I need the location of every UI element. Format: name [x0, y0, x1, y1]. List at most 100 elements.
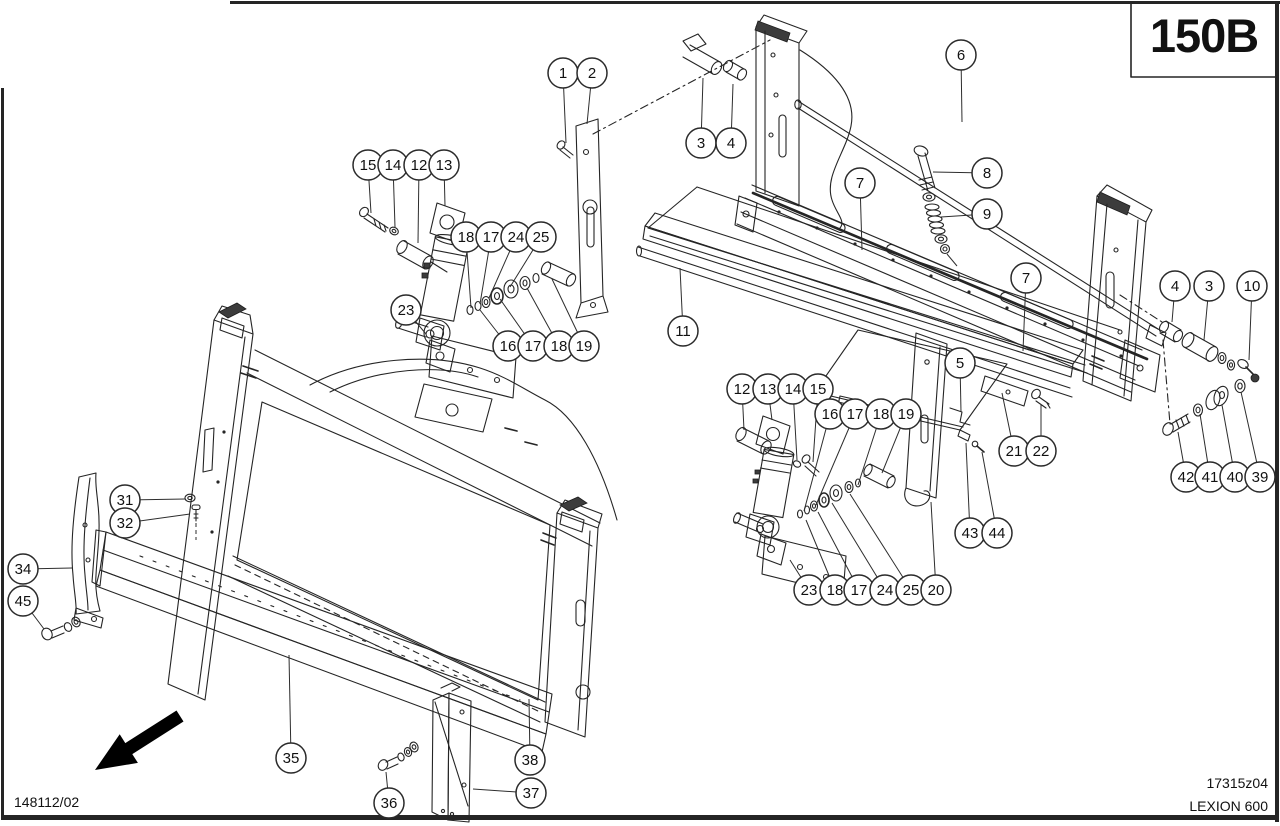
svg-text:42: 42 [1178, 469, 1195, 486]
svg-text:1: 1 [559, 65, 567, 82]
svg-text:16: 16 [822, 406, 839, 423]
svg-text:22: 22 [1033, 443, 1050, 460]
svg-text:13: 13 [436, 157, 453, 174]
svg-text:20: 20 [928, 582, 945, 599]
callout-12: 12 [403, 149, 435, 244]
callout-14: 14 [377, 149, 409, 228]
callout-22: 22 [1025, 404, 1057, 467]
svg-text:45: 45 [15, 593, 32, 610]
svg-text:5: 5 [956, 355, 964, 372]
rail-bolts [777, 210, 1123, 358]
right-pivot-hardware [1119, 294, 1260, 436]
callout-20: 20 [920, 501, 952, 606]
callout-39: 39 [1240, 391, 1276, 493]
strap-plate-2 [575, 118, 609, 319]
svg-text:38: 38 [522, 752, 539, 769]
callout-18: 18 [526, 287, 575, 362]
callout-45: 45 [7, 585, 45, 630]
svg-text:39: 39 [1252, 469, 1269, 486]
svg-text:18: 18 [827, 582, 844, 599]
callout-10: 10 [1236, 270, 1268, 361]
callout-21: 21 [998, 392, 1030, 467]
callout-5: 5 [944, 347, 976, 413]
callout-11: 11 [667, 267, 699, 347]
clevis-bracket-23b [732, 512, 847, 595]
callout-25: 25 [849, 493, 927, 606]
callout-16: 16 [479, 309, 524, 362]
svg-text:15: 15 [810, 381, 827, 398]
hydraulic-cylinder-right [732, 415, 896, 595]
svg-text:24: 24 [508, 229, 525, 246]
page-title: 150B [1149, 9, 1259, 62]
callout-34: 34 [7, 553, 73, 585]
callout-13: 13 [428, 149, 460, 207]
callout-7: 7 [844, 167, 876, 251]
callout-6: 6 [945, 39, 977, 123]
callout-16: 16 [803, 398, 846, 512]
roller-bolt-group [1162, 378, 1246, 436]
svg-text:18: 18 [551, 338, 568, 355]
callout-3: 3 [1193, 270, 1225, 341]
callout-44: 44 [981, 451, 1013, 549]
pin-3 [682, 33, 723, 76]
svg-text:12: 12 [411, 157, 428, 174]
callout-12: 12 [726, 373, 758, 431]
callout-41: 41 [1194, 413, 1226, 493]
upper-frame-assembly [635, 14, 1167, 507]
svg-text:18: 18 [873, 406, 890, 423]
callout-15: 15 [352, 149, 384, 214]
svg-text:18: 18 [458, 229, 475, 246]
svg-text:9: 9 [983, 206, 991, 223]
callout-40: 40 [1219, 404, 1251, 493]
direction-arrow-icon [95, 710, 184, 770]
svg-text:15: 15 [360, 157, 377, 174]
svg-text:12: 12 [734, 381, 751, 398]
callout-31: 31 [109, 484, 186, 516]
svg-text:40: 40 [1227, 469, 1244, 486]
drawing-number: 17315z04 [1206, 775, 1268, 791]
callout-3: 3 [685, 77, 717, 159]
svg-text:6: 6 [957, 47, 965, 64]
washer-stack-left [466, 261, 577, 316]
svg-text:14: 14 [785, 381, 802, 398]
callout-18: 18 [450, 221, 482, 309]
bracket-34 [71, 472, 104, 629]
svg-text:3: 3 [1205, 278, 1213, 295]
svg-text:3: 3 [697, 135, 705, 152]
callout-17: 17 [499, 298, 549, 362]
svg-text:19: 19 [898, 406, 915, 423]
screw-32 [191, 504, 201, 540]
callout-17: 17 [817, 511, 875, 606]
svg-text:13: 13 [760, 381, 777, 398]
svg-text:2: 2 [588, 65, 596, 82]
svg-text:23: 23 [801, 582, 818, 599]
bushing-4 [722, 59, 748, 81]
svg-text:16: 16 [500, 338, 517, 355]
svg-text:21: 21 [1006, 443, 1023, 460]
callout-36: 36 [373, 771, 405, 819]
model-name: LEXION 600 [1189, 798, 1268, 814]
callout-32: 32 [109, 507, 191, 539]
svg-text:17: 17 [847, 406, 864, 423]
svg-text:19: 19 [576, 338, 593, 355]
svg-text:24: 24 [877, 582, 894, 599]
callout-8: 8 [932, 157, 1003, 189]
svg-text:35: 35 [283, 750, 300, 767]
pin-bushing-group-top [556, 33, 771, 319]
callout-2: 2 [576, 57, 608, 125]
doc-number: 148112/02 [14, 794, 80, 810]
callout-9: 9 [940, 198, 1003, 230]
svg-text:37: 37 [523, 785, 540, 802]
callout-19: 19 [551, 278, 600, 362]
washer-stack-right [796, 463, 896, 519]
callout-38: 38 [514, 698, 546, 776]
svg-text:34: 34 [15, 561, 32, 578]
svg-text:10: 10 [1244, 278, 1261, 295]
bolt-45-group [41, 616, 81, 641]
screw-22 [1031, 388, 1051, 409]
svg-text:8: 8 [983, 165, 991, 182]
bracket-37 [431, 682, 472, 823]
